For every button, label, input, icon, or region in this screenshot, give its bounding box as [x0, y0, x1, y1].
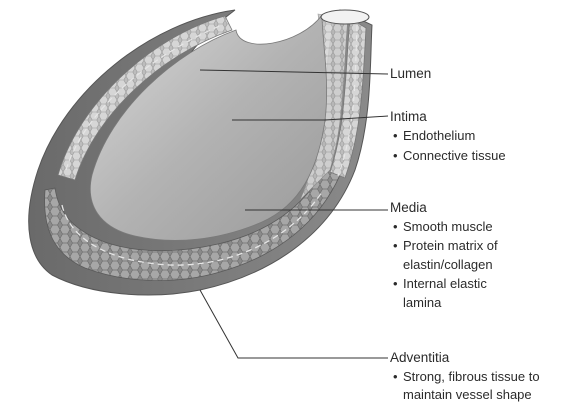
- adventitia-title: Adventitia: [390, 350, 449, 365]
- bullet-icon: •: [393, 238, 398, 253]
- bullet-icon: •: [393, 219, 398, 234]
- bullet-icon: •: [393, 276, 398, 291]
- media-title: Media: [390, 200, 427, 215]
- adventitia-item-continuation: maintain vessel shape: [403, 387, 532, 402]
- intima-title: Intima: [390, 109, 427, 124]
- vessel-opening: [321, 10, 369, 24]
- adventitia-leader-line: [200, 290, 388, 358]
- media-item-continuation: lamina: [403, 295, 441, 310]
- bullet-icon: •: [393, 148, 398, 163]
- media-item-continuation: elastin/collagen: [403, 257, 493, 272]
- lumen-label: Lumen: [390, 66, 431, 81]
- bullet-icon: •: [393, 128, 398, 143]
- bullet-icon: •: [393, 369, 398, 384]
